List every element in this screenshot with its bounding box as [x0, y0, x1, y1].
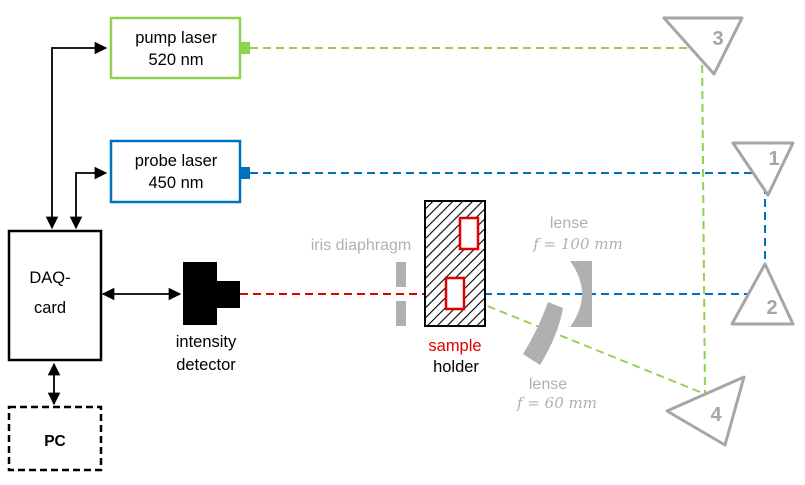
probe-laser-wavelength: 450 nm	[148, 174, 203, 192]
lens-100-label: lense	[550, 215, 588, 232]
probe-laser-name: probe laser	[135, 152, 218, 170]
lens-60-focal-length: f = 60 mm	[516, 394, 597, 412]
sample-slot-upper	[458, 216, 480, 251]
lens-60-label: lense	[529, 376, 567, 393]
sample-slot-lower	[444, 276, 466, 311]
daq-card: DAQ- card	[7, 229, 103, 362]
probe-beam	[250, 172, 766, 295]
prism-3-number: 3	[712, 28, 723, 50]
detector-label-line1: intensity	[176, 333, 237, 351]
pump-laser-wavelength: 520 nm	[148, 51, 203, 69]
prism-4-number: 4	[710, 404, 722, 426]
intensity-detector: intensity detector	[176, 262, 240, 374]
pc-label: PC	[44, 433, 66, 450]
pump-laser-aperture	[240, 42, 250, 54]
daq-card-label-line1: DAQ-	[29, 269, 70, 287]
prism-1: 1	[731, 141, 795, 197]
pump-laser: pump laser 520 nm	[109, 16, 250, 80]
detector-label-line2: detector	[176, 356, 236, 374]
pump-laser-name: pump laser	[135, 29, 217, 47]
lens-60mm: lense f = 60 mm	[516, 302, 597, 412]
prism-2: 2	[730, 262, 795, 326]
connection-arrows	[45, 41, 182, 406]
prism-1-number: 1	[768, 148, 779, 170]
lens-100mm: lense f = 100 mm	[532, 215, 623, 327]
sample-label: sample	[428, 337, 481, 355]
probe-laser-aperture	[240, 167, 250, 179]
lens-100-focal-length: f = 100 mm	[532, 235, 623, 253]
pc: PC	[7, 405, 103, 472]
prism-3: 3	[662, 16, 744, 76]
iris-label: iris diaphragm	[311, 237, 411, 254]
holder-label: holder	[433, 358, 479, 376]
sample-holder: sample holder	[424, 200, 486, 376]
prism-2-number: 2	[766, 297, 777, 319]
prism-4: 4	[665, 375, 746, 447]
daq-card-label-line2: card	[34, 299, 66, 317]
probe-laser: probe laser 450 nm	[109, 139, 250, 204]
iris-diaphragm: iris diaphragm	[311, 237, 411, 326]
